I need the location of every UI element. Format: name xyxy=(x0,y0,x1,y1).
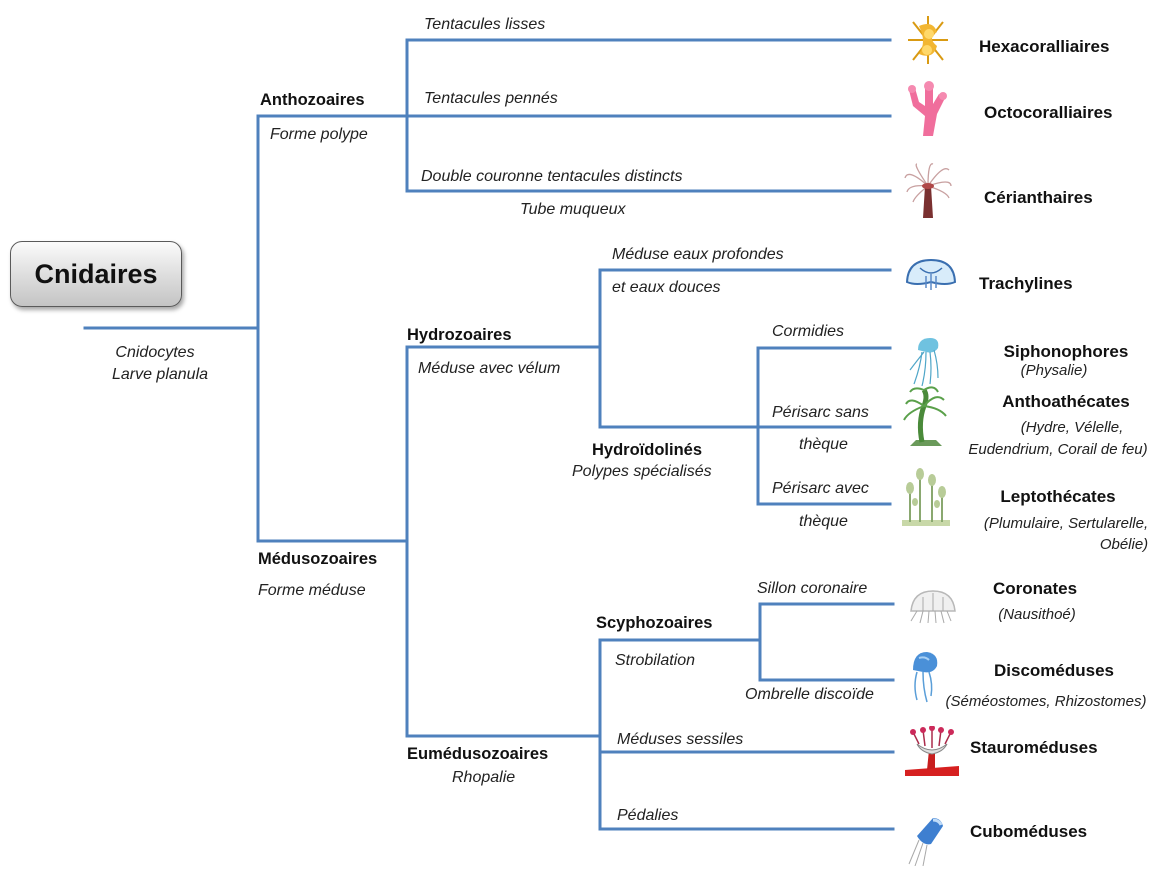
group-scyphozoaires: Scyphozoaires xyxy=(596,614,713,632)
leaf-siphonophores: Siphonophores xyxy=(1003,342,1129,361)
group-eumedusozoaires-trait: Rhopalie xyxy=(452,769,516,786)
group-anthozoaires: Anthozoaires xyxy=(260,91,365,109)
siphonophore-icon xyxy=(909,338,939,387)
leaf-discomeduses: Discoméduses xyxy=(994,661,1114,680)
stalked-jellyfish-icon xyxy=(905,726,959,776)
hydroid-polyp-icon xyxy=(903,386,947,446)
leaf-anthoathecates: Anthoathécates xyxy=(1002,392,1130,411)
group-hydrozoaires: Hydrozoaires xyxy=(407,326,512,344)
root-trait-cnidocytes: Cnidocytes xyxy=(115,344,195,361)
root-trait-larve-planula: Larve planula xyxy=(111,366,209,383)
leaf-octocoralliaires: Octocoralliaires xyxy=(984,103,1113,122)
trait-ombrelle-discoide: Ombrelle discoïde xyxy=(745,686,874,703)
leaf-hexacoralliaires: Hexacoralliaires xyxy=(979,37,1110,56)
group-medusozoaires-trait: Forme méduse xyxy=(258,582,366,599)
leaf-discomeduses-examples: (Séméostomes, Rhizostomes) xyxy=(945,693,1147,710)
trait-tentacules-lisses: Tentacules lisses xyxy=(424,16,546,33)
group-medusozoaires: Médusozoaires xyxy=(258,550,378,568)
group-anthozoaires-trait: Forme polype xyxy=(270,126,368,143)
trait-tube-muqueux: Tube muqueux xyxy=(520,201,626,218)
leaf-siphonophores-examples: (Physalie) xyxy=(1020,362,1088,379)
group-hydroidolines-trait: Polypes spécialisés xyxy=(572,463,712,480)
trait-double-couronne: Double couronne tentacules distincts xyxy=(421,168,683,185)
hydroid-colony-icon xyxy=(902,468,950,526)
trait-meduse-eaux-profondes: Méduse eaux profondes xyxy=(612,246,784,263)
trait-sillon-coronaire: Sillon coronaire xyxy=(757,580,868,597)
pink-coral-icon xyxy=(908,81,947,136)
trait-perisarc-sans-theque: thèque xyxy=(799,436,848,453)
trait-meduses-sessiles: Méduses sessiles xyxy=(617,731,744,748)
disc-jellyfish-icon xyxy=(913,652,938,703)
trait-perisarc-avec: Périsarc avec xyxy=(772,480,869,497)
trait-tentacules-pennes: Tentacules pennés xyxy=(424,90,558,107)
leaf-stauromeduses: Stauroméduses xyxy=(970,738,1098,757)
leaf-leptothecates-examples-2: Obélie) xyxy=(1099,536,1149,553)
leaf-trachylines: Trachylines xyxy=(979,274,1073,293)
leaf-leptothecates: Leptothécates xyxy=(1000,487,1116,506)
leaf-leptothecates-examples-1: (Plumulaire, Sertularelle, xyxy=(983,515,1149,532)
leaf-anthoathecates-examples-2: Eudendrium, Corail de feu) xyxy=(968,441,1148,458)
root-node-cnidaires: Cnidaires xyxy=(10,241,182,307)
trait-et-eaux-douces: et eaux douces xyxy=(612,279,721,296)
leaf-coronates-examples: (Nausithoé) xyxy=(998,606,1076,623)
box-jellyfish-icon xyxy=(908,818,943,866)
trait-perisarc-avec-theque: thèque xyxy=(799,513,848,530)
crown-jellyfish-icon xyxy=(910,590,956,624)
yellow-coral-icon xyxy=(908,16,948,64)
leaf-cubomeduses: Cuboméduses xyxy=(970,822,1088,841)
trait-cormidies: Cormidies xyxy=(772,323,845,340)
jellyfish-icon xyxy=(905,258,957,290)
tube-anemone-icon xyxy=(904,163,952,218)
trait-perisarc-sans: Périsarc sans xyxy=(772,404,869,421)
root-title: Cnidaires xyxy=(34,258,158,289)
leaf-cerianthaires: Cérianthaires xyxy=(984,188,1093,207)
group-eumedusozoaires: Eumédusozoaires xyxy=(407,745,549,763)
group-hydrozoaires-trait: Méduse avec vélum xyxy=(418,360,561,377)
group-scyphozoaires-trait: Strobilation xyxy=(615,652,696,669)
group-hydroidolines: Hydroïdolinés xyxy=(592,441,703,459)
leaf-anthoathecates-examples-1: (Hydre, Vélelle, xyxy=(1020,419,1124,436)
trait-pedalies: Pédalies xyxy=(617,807,679,824)
leaf-coronates: Coronates xyxy=(992,579,1078,598)
